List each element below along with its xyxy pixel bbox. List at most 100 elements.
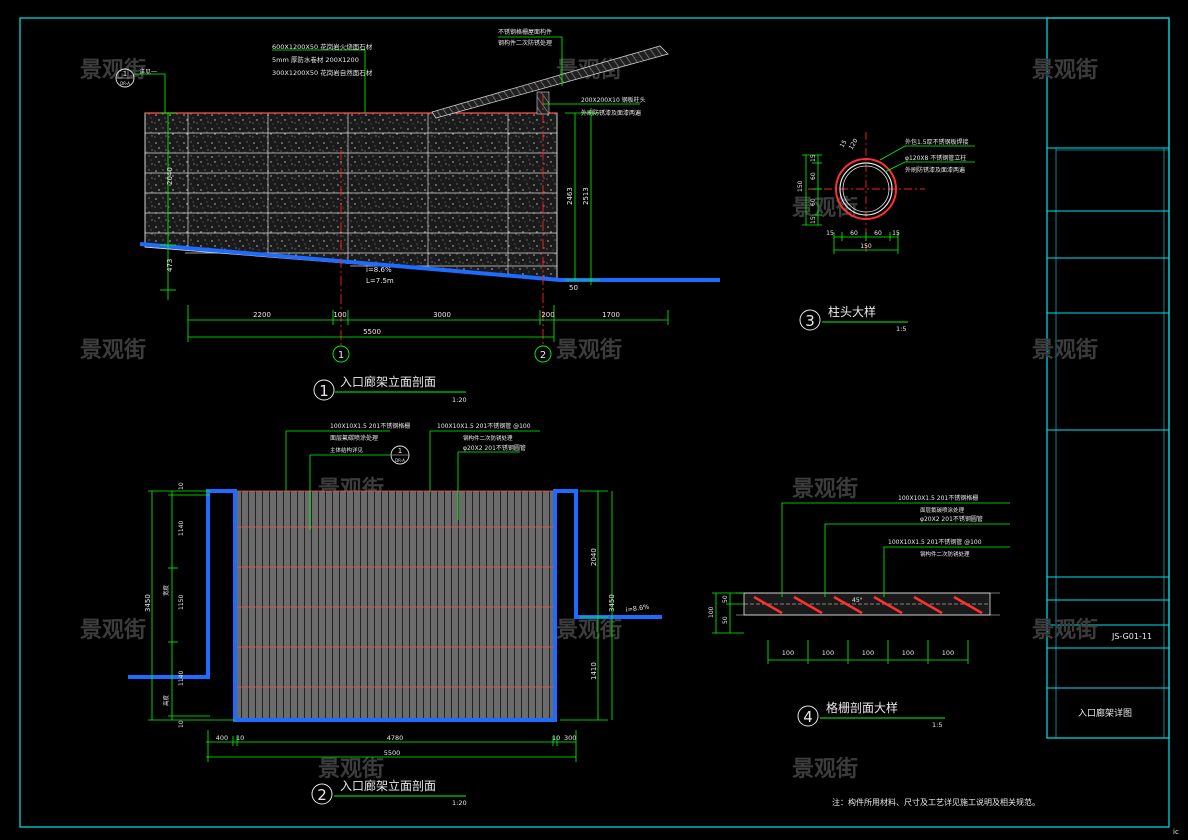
watermark-text: 景观街 — [792, 476, 858, 502]
dim-100: 100 — [822, 649, 834, 657]
dim-100: 100 — [942, 649, 954, 657]
callout-number: 1 — [398, 447, 402, 455]
watermark-text: 景观街 — [792, 195, 858, 221]
slat — [913, 595, 943, 615]
dim-right-2463: 2463 — [566, 187, 574, 205]
axis-bubble-2: 2 — [540, 350, 546, 361]
slat — [753, 595, 783, 615]
leader-note: 300X1200X50 花岗岩自然面石材 — [272, 68, 373, 77]
dim-15: 15 — [892, 230, 900, 237]
column-outer-ring — [835, 158, 897, 220]
grille-detail-note: 面层氟碳喷涂处理 — [920, 506, 965, 514]
dim-small-50: 50 — [569, 284, 578, 292]
dim-50: 50 — [722, 616, 729, 624]
column-note: 外包1.5厚不锈钢板焊接 — [905, 138, 969, 146]
dim-100: 100 — [902, 649, 914, 657]
drawing-number: JS-G01-11 — [1111, 632, 1152, 641]
callout-number: 1 — [123, 70, 127, 78]
dim-total-5500: 5500 — [363, 328, 381, 336]
drawing-name: 入口廊架详图 — [1078, 707, 1132, 719]
dim-60: 60 — [810, 172, 817, 180]
watermark-text: 景观街 — [80, 337, 146, 363]
dim-right-3450: 3450 — [608, 594, 616, 612]
leader-note: 5mm 厚防水卷材 200X1200 — [272, 55, 359, 64]
dim-60: 60 — [850, 230, 858, 237]
dim-60: 60 — [874, 230, 882, 237]
dim-right-2513: 2513 — [582, 187, 590, 205]
leader-note: 600X1200X50 花岗岩火烧面石材 — [272, 42, 373, 51]
angle-label: 45° — [852, 597, 863, 604]
view-4-grille-section: 100 50 50 100 100 100 100 100 45° 100X10… — [708, 494, 1010, 729]
dim-100: 100 — [333, 311, 346, 319]
grille-note: 钢构件二次防锈处理 — [463, 434, 513, 442]
grille-note: 100X10X1.5 201不锈钢管 @100 — [437, 422, 531, 430]
dim-300: 300 — [564, 734, 576, 742]
view-3-column-head: 150 15 60 60 15 15 60 60 15 150 15 120 外… — [797, 132, 975, 333]
dim-150: 150 — [797, 180, 804, 192]
column-note: φ120X8 不锈钢管立柱 — [905, 154, 966, 162]
slat — [793, 595, 823, 615]
slat — [833, 595, 863, 615]
dim-100: 100 — [782, 649, 794, 657]
dim-15: 15 — [810, 154, 817, 162]
dim-1700: 1700 — [602, 311, 620, 319]
dim-left-473: 473 — [166, 259, 174, 272]
grille-note: 100X10X1.5 201不锈钢格栅 — [330, 422, 410, 430]
side-label: 高度 — [162, 694, 170, 706]
slope-label: i=8.6% — [625, 603, 650, 614]
watermark-text: 景观街 — [792, 756, 858, 782]
view-2-grille-elevation: 3450 10 1140 1150 1140 10 宽度 高度 3450 204… — [128, 422, 662, 807]
dim-right-2040: 2040 — [590, 548, 598, 566]
grille-panel — [237, 491, 553, 718]
view-title: 格栅剖面大样 — [826, 700, 898, 715]
grille-note: φ20X2 201不锈钢圆管 — [463, 444, 526, 452]
grille-detail-note: 钢构件二次防锈处理 — [920, 550, 970, 558]
stone-wall — [144, 112, 558, 281]
callout-sheet: DR-A — [395, 458, 405, 463]
slat — [953, 595, 983, 615]
dim-50: 50 — [722, 595, 729, 603]
view-number: 3 — [805, 312, 815, 330]
dim-right-1410: 1410 — [590, 662, 598, 680]
watermark-text: 景观街 — [1032, 337, 1098, 363]
dim-100: 100 — [708, 606, 715, 618]
grade-line — [139, 242, 720, 282]
grille-detail-note: 100X10X1.5 201不锈钢格栅 — [898, 494, 978, 502]
callout-label: 详见一 — [139, 68, 157, 76]
dim-400: 400 — [216, 734, 228, 742]
dim-200: 200 — [541, 311, 554, 319]
side-label: 宽度 — [162, 584, 170, 596]
dim-2200: 2200 — [253, 311, 271, 319]
watermark-text: 景观街 — [556, 337, 622, 363]
roof-note: 不锈钢格栅屋面构件 — [498, 28, 552, 36]
roof-beam — [431, 45, 669, 119]
view-scale: 1:20 — [452, 799, 467, 807]
view-scale: 1:20 — [452, 396, 467, 404]
watermark-text: 景观街 — [1032, 57, 1098, 83]
dim-3000: 3000 — [433, 311, 451, 319]
watermark-text: 景观街 — [318, 756, 384, 782]
dim-total-150: 150 — [860, 243, 872, 250]
corner-tag: ic — [1173, 828, 1179, 836]
dim-total-3450: 3450 — [144, 594, 152, 612]
dim-total-5500: 5500 — [384, 749, 401, 757]
dim-15: 15 — [826, 230, 834, 237]
watermark-text: 景观街 — [1032, 617, 1098, 643]
dim-15: 15 — [810, 216, 817, 224]
angle-label: 120 — [848, 137, 860, 151]
dim-1140: 1140 — [178, 521, 185, 536]
grille-note: 面层氟碳喷涂处理 — [330, 434, 378, 442]
watermark-text: 景观街 — [80, 617, 146, 643]
view-scale: 1:5 — [896, 325, 906, 333]
dim-10: 10 — [178, 720, 185, 728]
dim-left-2040: 2040 — [166, 167, 174, 185]
column-note: 外刷防锈漆及面漆两遍 — [905, 166, 965, 174]
dim-10: 10 — [236, 734, 244, 742]
general-note: 注：构件所用材料、尺寸及工艺详见施工说明及相关规范。 — [832, 797, 1040, 807]
dim-60: 60 — [810, 198, 817, 206]
grille-detail-note: φ20X2 201不锈钢圆管 — [920, 515, 983, 523]
view-title: 入口廊架立面剖面 — [340, 374, 436, 389]
view-title: 柱头大样 — [828, 304, 876, 319]
callout-sheet: DR-A — [120, 81, 130, 86]
